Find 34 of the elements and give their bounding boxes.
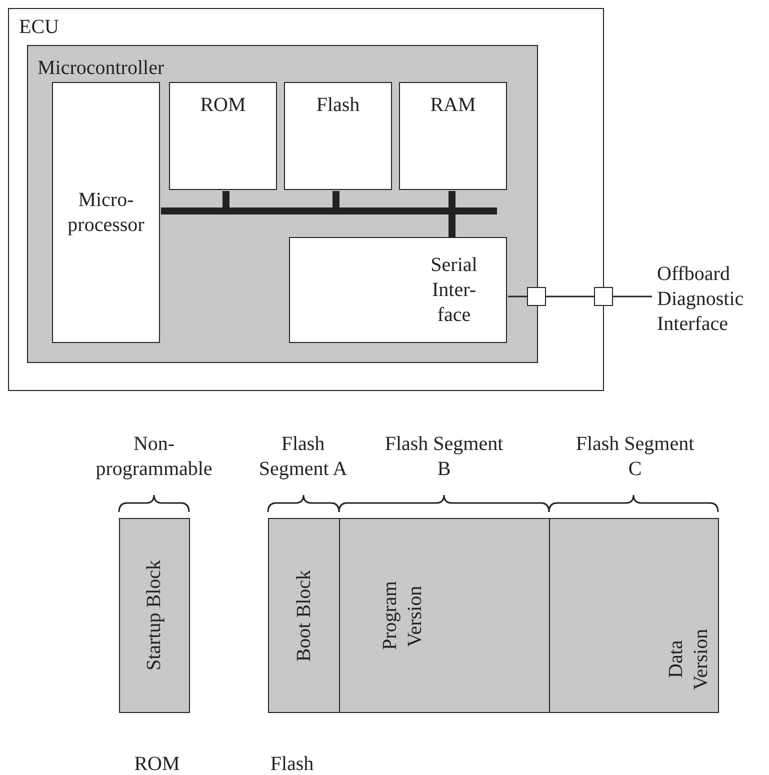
- microcontroller-box: [26, 44, 538, 362]
- box-label: RAM: [430, 93, 476, 118]
- memory-block: [119, 518, 190, 713]
- block-label: Startup Block: [142, 560, 166, 671]
- connection-line: [508, 296, 527, 298]
- connector-port: [594, 287, 613, 306]
- memory-box: [169, 82, 277, 190]
- box-label: ROM: [200, 93, 246, 118]
- box-title: ECU: [19, 15, 59, 40]
- ecu-box: [8, 8, 604, 391]
- memory-block: [339, 518, 550, 713]
- memory-type-label: Flash: [269, 752, 315, 775]
- memory-block: [268, 518, 340, 713]
- memory-block: [549, 518, 719, 713]
- connection-line: [546, 296, 594, 298]
- memory-heading: Non- programmable: [94, 432, 214, 482]
- memory-box: [284, 82, 392, 190]
- box-label: Flash: [316, 93, 360, 118]
- memory-heading: Flash Segment A: [258, 432, 348, 482]
- memory-heading: Flash Segment B: [384, 432, 504, 482]
- box-label: Micro- processor: [66, 188, 146, 238]
- connector-port: [526, 286, 546, 306]
- interface-label: Offboard Diagnostic Interface: [652, 256, 769, 342]
- memory-heading: Flash Segment C: [575, 432, 695, 482]
- connection-line: [613, 296, 652, 298]
- block-label: Program Version: [378, 580, 427, 652]
- processor-box: [52, 82, 160, 343]
- block-label: Data Version: [664, 627, 713, 692]
- memory-type-label: ROM: [133, 752, 181, 775]
- box-label: Serial Inter- face: [430, 252, 478, 328]
- interface-box: [289, 237, 507, 343]
- box-title: Microcontroller: [38, 56, 164, 80]
- block-label: Boot Block: [292, 570, 316, 662]
- memory-box: [399, 82, 507, 190]
